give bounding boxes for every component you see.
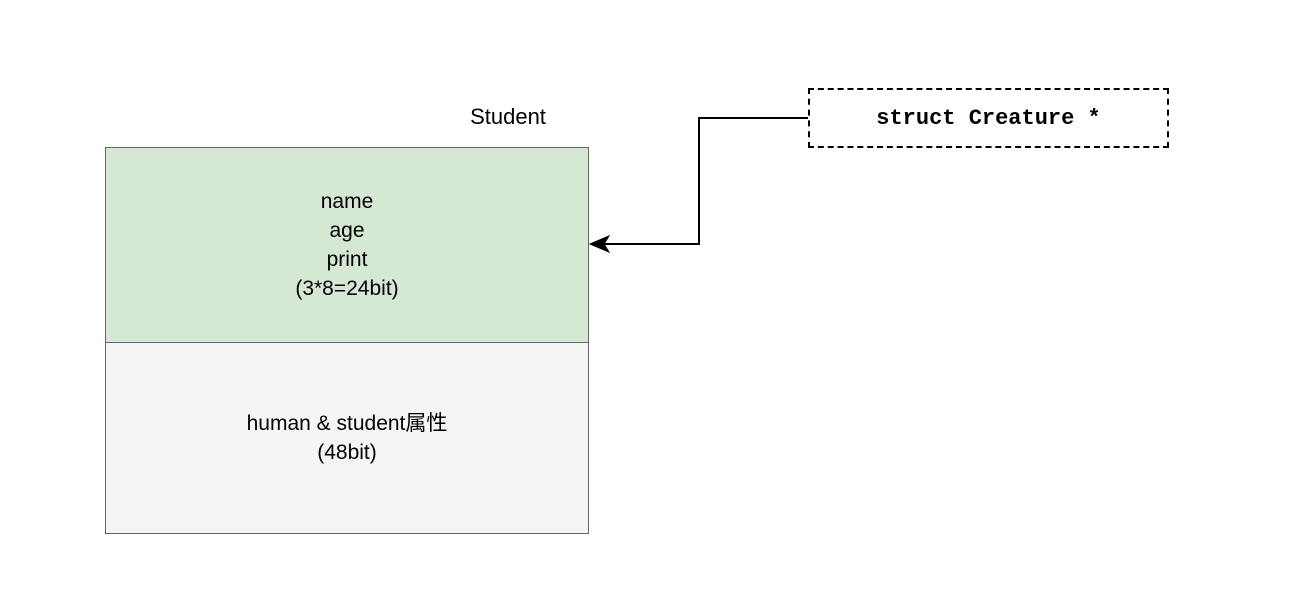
attributes-size-label: (48bit) bbox=[317, 441, 377, 464]
field-label-name: name bbox=[320, 190, 374, 213]
struct-bottom-block: human & student属性 (48bit) bbox=[105, 342, 589, 534]
struct-title: Student bbox=[470, 104, 546, 129]
arrow-head-icon bbox=[588, 234, 611, 254]
struct-top-block: name age print (3*8=24bit) bbox=[105, 147, 589, 343]
attributes-label: human & student属性 bbox=[246, 412, 448, 435]
field-label-age: age bbox=[329, 219, 365, 242]
field-label-print: print bbox=[326, 248, 368, 271]
connector-line bbox=[598, 117, 808, 245]
pointer-type-label: struct Creature * bbox=[876, 105, 1101, 131]
field-size-label: (3*8=24bit) bbox=[295, 277, 399, 300]
pointer-type-box: struct Creature * bbox=[808, 88, 1169, 148]
